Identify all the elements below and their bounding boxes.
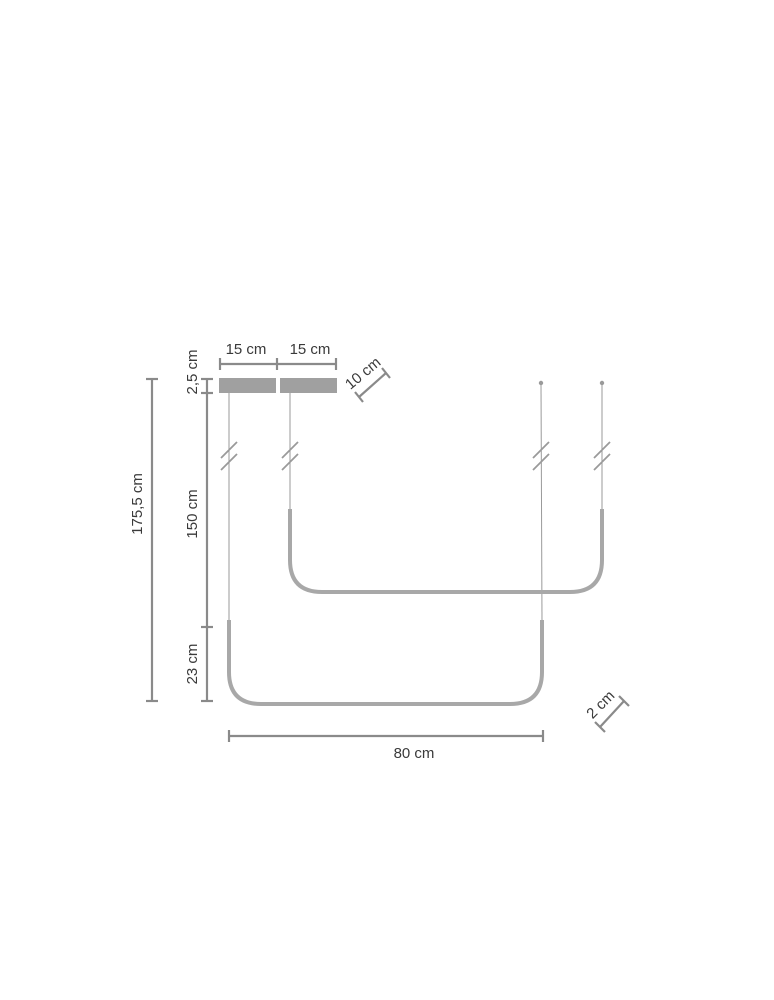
canopy-width-right-label: 15 cm — [290, 341, 331, 358]
canopy-left — [219, 378, 276, 393]
tube-diameter-label: 2 cm — [583, 687, 618, 722]
lower-u-fixture — [227, 620, 544, 706]
canopy-width-dimension: 15 cm 15 cm — [218, 341, 338, 370]
cable-length-label: 150 cm — [184, 489, 201, 538]
upper-u-fixture — [288, 509, 604, 594]
suspension-wires — [228, 380, 605, 623]
total-height-dimension: 175,5 cm — [129, 377, 158, 703]
u-height-label: 23 cm — [184, 644, 201, 685]
canopy-depth-label: 10 cm — [342, 354, 384, 393]
canopy-depth-dimension: 10 cm — [342, 354, 391, 403]
fixture-width-label: 80 cm — [394, 745, 435, 762]
fixture-width-dimension: 80 cm — [227, 730, 545, 762]
segment-height-dimension: 2,5 cm 150 cm 23 cm — [184, 349, 213, 703]
canopy-right — [280, 378, 337, 393]
tube-diameter-dimension: 2 cm — [583, 687, 630, 733]
canopy-height-label: 2,5 cm — [184, 349, 201, 394]
wire-break-marks — [220, 441, 611, 471]
canopy-width-left-label: 15 cm — [226, 341, 267, 358]
total-height-label: 175,5 cm — [129, 473, 146, 535]
